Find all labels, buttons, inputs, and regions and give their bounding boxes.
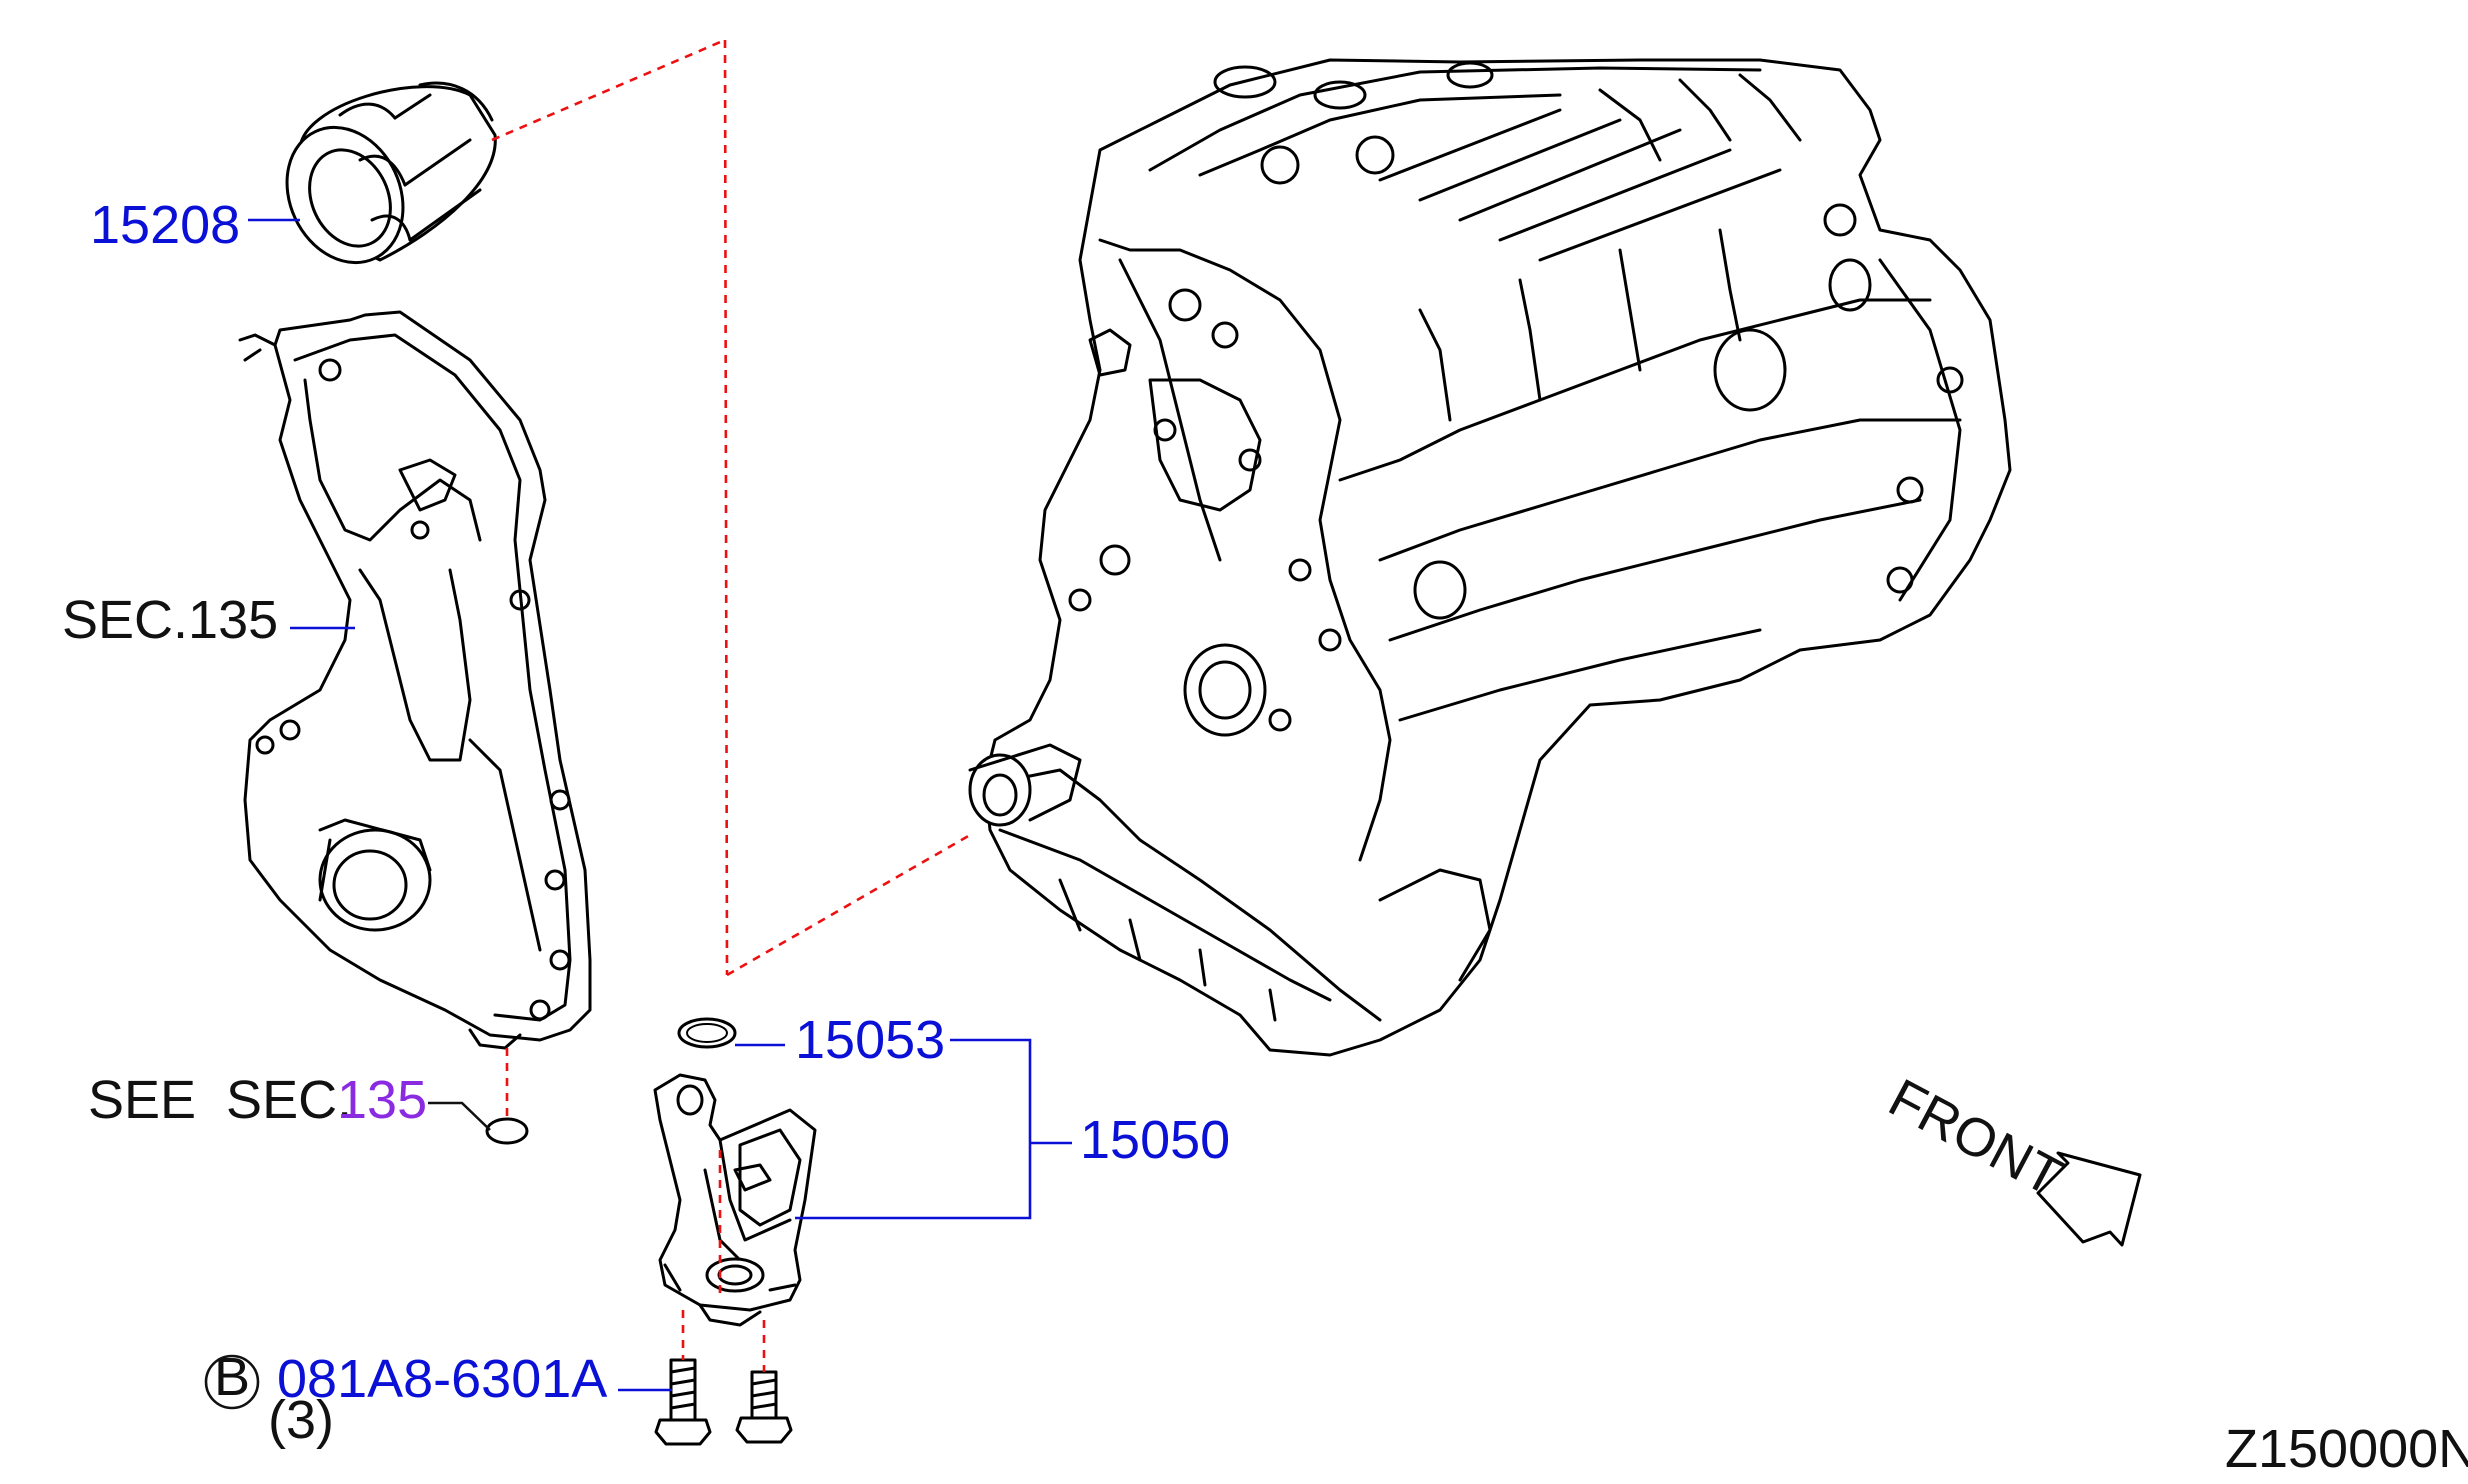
front-cover-section-label[interactable]: SEC.135	[62, 590, 278, 650]
bolt-drawings	[654, 1358, 793, 1446]
see-section-number[interactable]: 135	[337, 1070, 427, 1130]
front-direction-label: FRONT	[1879, 1068, 2071, 1208]
leader-lines	[248, 218, 1072, 1392]
bolt-quantity: (3)	[268, 1390, 334, 1450]
o-ring-drawing	[677, 1017, 737, 1049]
dashed-connectors	[491, 38, 971, 1372]
bolt-callout-circle	[204, 1354, 260, 1410]
front-arrow-icon	[2036, 1151, 2142, 1247]
bolt-part-number[interactable]: 081A8-6301A	[277, 1349, 607, 1409]
oil-filter-bracket-part-number[interactable]: 15050	[1080, 1110, 1230, 1170]
seal-drawing	[485, 1117, 529, 1145]
front-cover-drawing	[238, 310, 592, 1050]
engine-block-drawing	[968, 58, 2012, 1057]
oil-filter-bracket-drawing	[653, 1073, 817, 1327]
see-section-label: SEE SEC.	[88, 1070, 352, 1130]
oil-filter-part-number[interactable]: 15208	[90, 195, 240, 255]
o-ring-part-number[interactable]: 15053	[795, 1010, 945, 1070]
figure-code: Z150000N	[2225, 1419, 2468, 1479]
bolt-callout-letter: B	[214, 1347, 250, 1407]
oil-filter-drawing	[285, 81, 497, 265]
